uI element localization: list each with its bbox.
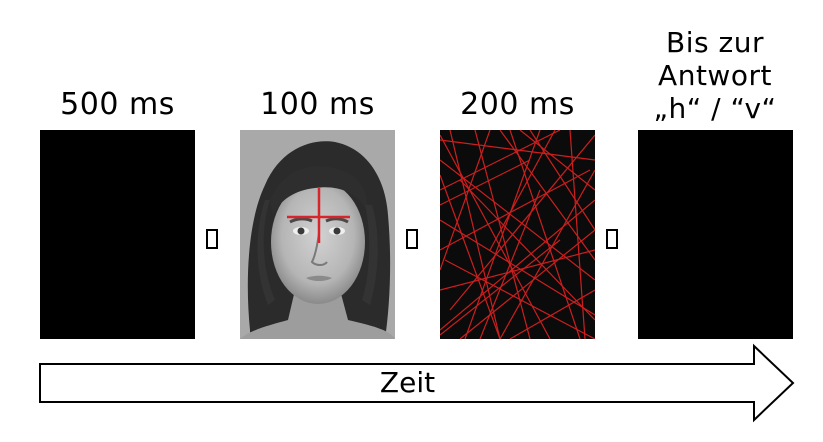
mask-stimulus bbox=[440, 130, 595, 339]
face-stimulus-image bbox=[240, 130, 395, 339]
step-4-line-2: Antwort bbox=[658, 59, 772, 92]
separator-3-square-glyph-icon bbox=[606, 229, 618, 249]
mask-lines bbox=[440, 130, 595, 339]
timeline-label: Zeit bbox=[379, 366, 436, 399]
blank-screen-1 bbox=[40, 130, 195, 339]
step-4-duration: Bis zur Antwort „h“ / “v“ bbox=[625, 26, 805, 125]
step-3-duration: 200 ms bbox=[460, 87, 575, 122]
separator-2-square-glyph-icon bbox=[406, 229, 418, 249]
step-2-duration: 100 ms bbox=[260, 87, 375, 122]
separator-1-square-glyph-icon bbox=[206, 229, 218, 249]
step-1-duration: 500 ms bbox=[60, 87, 175, 122]
face-drawing bbox=[240, 130, 395, 339]
step-4-line-3: „h“ / “v“ bbox=[653, 92, 777, 125]
blank-screen-response bbox=[638, 130, 793, 339]
step-4-line-1: Bis zur bbox=[666, 26, 764, 59]
